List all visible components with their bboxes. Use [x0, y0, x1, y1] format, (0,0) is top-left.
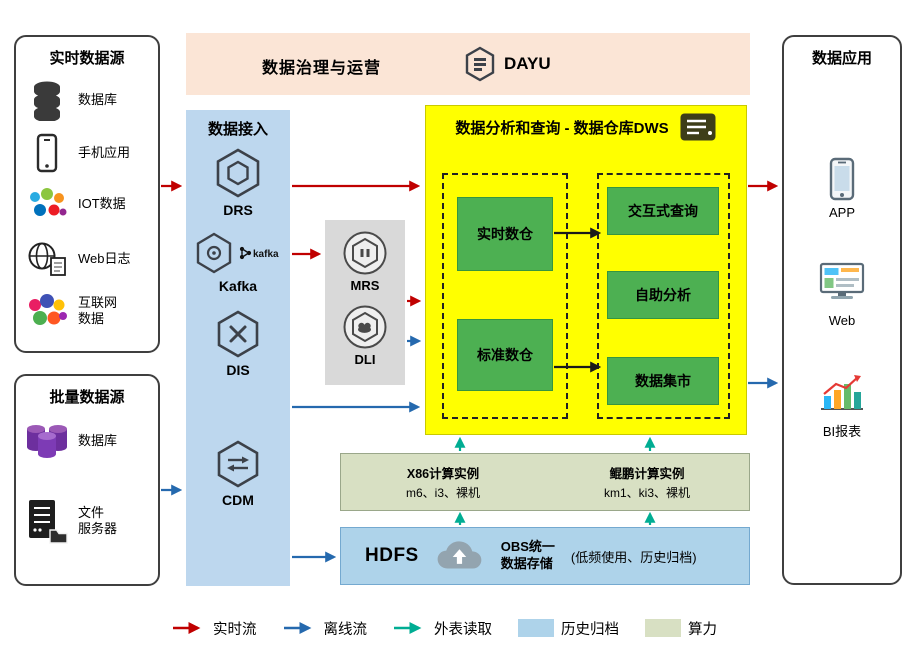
dayu-label: DAYU: [504, 54, 551, 73]
iot-icon: [24, 187, 70, 221]
dis-label: DIS: [226, 362, 250, 378]
list-item: Web日志: [24, 241, 154, 277]
kunpeng-subtitle: km1、ki3、裸机: [603, 486, 690, 500]
source-label: 数据库: [78, 91, 118, 107]
dayu-hexagon-icon: [465, 46, 495, 82]
list-item: 数据库: [24, 420, 154, 462]
kunpeng-compute: 鲲鹏计算实例 km1、ki3、裸机: [545, 454, 749, 510]
teal-arrow-icon: [394, 622, 422, 634]
module-self-service-analysis: 自助分析: [607, 271, 719, 319]
legend-item-external-read: 外表读取: [393, 618, 492, 639]
drs-icon: [186, 148, 290, 198]
legend-item-offline-flow: 离线流: [283, 618, 368, 639]
legend-label: 外表读取: [434, 621, 492, 638]
obs-title: OBS统一 数据存储: [500, 539, 555, 571]
realtime-sources-title: 实时数据源: [49, 50, 125, 67]
kafka-icon: kafka: [186, 232, 290, 274]
purple-database-icon: [24, 420, 70, 462]
app-icon: [784, 157, 900, 201]
dis-icon: [186, 310, 290, 358]
web-label: Web: [828, 313, 856, 328]
x86-title: X86计算实例: [406, 467, 480, 481]
cdm-icon: [186, 440, 290, 488]
kafka-label: Kafka: [218, 278, 258, 294]
legend-label: 算力: [688, 621, 717, 638]
internet-data-icon: [24, 293, 70, 329]
hdfs-label: HDFS: [365, 545, 419, 566]
list-item: 文件 服务器: [24, 498, 154, 544]
legend-label: 历史归档: [561, 621, 619, 638]
file-server-icon: [24, 498, 70, 544]
compute-swatch: [645, 619, 681, 637]
module-interactive-query: 交互式查询: [607, 187, 719, 235]
source-label: 互联网 数据: [78, 294, 118, 326]
realtime-sources-box: 实时数据源 数据库 手机应用: [14, 35, 160, 353]
list-item: 手机应用: [24, 133, 154, 173]
hdfs-obs-box: HDFS OBS统一 数据存储 (低频使用、历史归档): [340, 527, 750, 585]
legend-item-realtime-flow: 实时流: [172, 618, 257, 639]
dws-title-row: 数据分析和查询 - 数据仓库DWS: [426, 112, 746, 142]
source-label: 手机应用: [78, 144, 131, 160]
legend-label: 离线流: [323, 621, 368, 638]
source-label: Web日志: [78, 250, 131, 266]
dw-group-right: [597, 173, 730, 419]
mobile-phone-icon: [24, 133, 70, 173]
source-label: 数据库: [78, 432, 118, 448]
blue-arrow-icon: [283, 622, 311, 634]
dws-box: 数据分析和查询 - 数据仓库DWS 实时数仓 标准数仓 交互式查询 自助分析 数…: [425, 105, 747, 435]
batch-sources-title: 批量数据源: [49, 389, 125, 406]
dw-group-left: [442, 173, 568, 419]
cdm-label: CDM: [222, 492, 254, 508]
applications-title: 数据应用: [811, 50, 872, 67]
dayu-logo: DAYU: [464, 46, 551, 82]
kafka-logo-icon: kafka: [239, 246, 279, 260]
dws-title: 数据分析和查询 - 数据仓库DWS: [455, 119, 669, 137]
web-icon: [784, 262, 900, 302]
source-label: 文件 服务器: [78, 504, 118, 536]
module-realtime-dw: 实时数仓: [457, 197, 553, 271]
x86-subtitle: m6、i3、裸机: [405, 486, 480, 500]
legend-label: 实时流: [213, 621, 257, 638]
data-access-column: 数据接入 DRS: [186, 110, 290, 586]
red-arrow-icon: [173, 622, 201, 634]
middleware-box: MRS DLI: [325, 220, 405, 385]
web-log-icon: [24, 241, 70, 277]
mrs-icon: [325, 230, 405, 276]
module-standard-dw: 标准数仓: [457, 319, 553, 391]
module-data-mart: 数据集市: [607, 357, 719, 405]
compute-box: X86计算实例 m6、i3、裸机 鲲鹏计算实例 km1、ki3、裸机: [340, 453, 750, 511]
governance-title: 数据治理与运营: [262, 60, 382, 77]
obs-cloud-icon: [437, 541, 482, 569]
legend: 实时流 离线流 外表读取 历史归档 算力: [172, 615, 717, 641]
applications-box: 数据应用 APP Web: [782, 35, 902, 585]
app-label: APP: [828, 205, 855, 220]
batch-sources-box: 批量数据源 数据库: [14, 374, 160, 586]
dli-label: DLI: [354, 352, 376, 367]
obs-note: (低频使用、历史归档): [570, 549, 697, 565]
list-item: 互联网 数据: [24, 293, 154, 329]
source-label: IOT数据: [78, 195, 126, 211]
kafka-logo-text: kafka: [253, 249, 279, 260]
legend-item-archive: 历史归档: [518, 618, 619, 639]
bi-report-icon: [784, 372, 900, 414]
list-item: 数据库: [24, 79, 154, 121]
bi-report-label: BI报表: [822, 424, 862, 439]
report-icon: [680, 113, 716, 141]
governance-banner: 数据治理与运营 DAYU: [186, 33, 750, 95]
dli-icon: [325, 304, 405, 350]
x86-compute: X86计算实例 m6、i3、裸机: [341, 454, 545, 510]
data-access-title: 数据接入: [207, 121, 268, 138]
drs-label: DRS: [223, 202, 253, 218]
list-item: IOT数据: [24, 187, 154, 221]
mrs-label: MRS: [350, 278, 380, 293]
archive-swatch: [518, 619, 554, 637]
kunpeng-title: 鲲鹏计算实例: [609, 467, 685, 481]
legend-item-compute-power: 算力: [645, 618, 717, 639]
database-icon: [24, 79, 70, 121]
